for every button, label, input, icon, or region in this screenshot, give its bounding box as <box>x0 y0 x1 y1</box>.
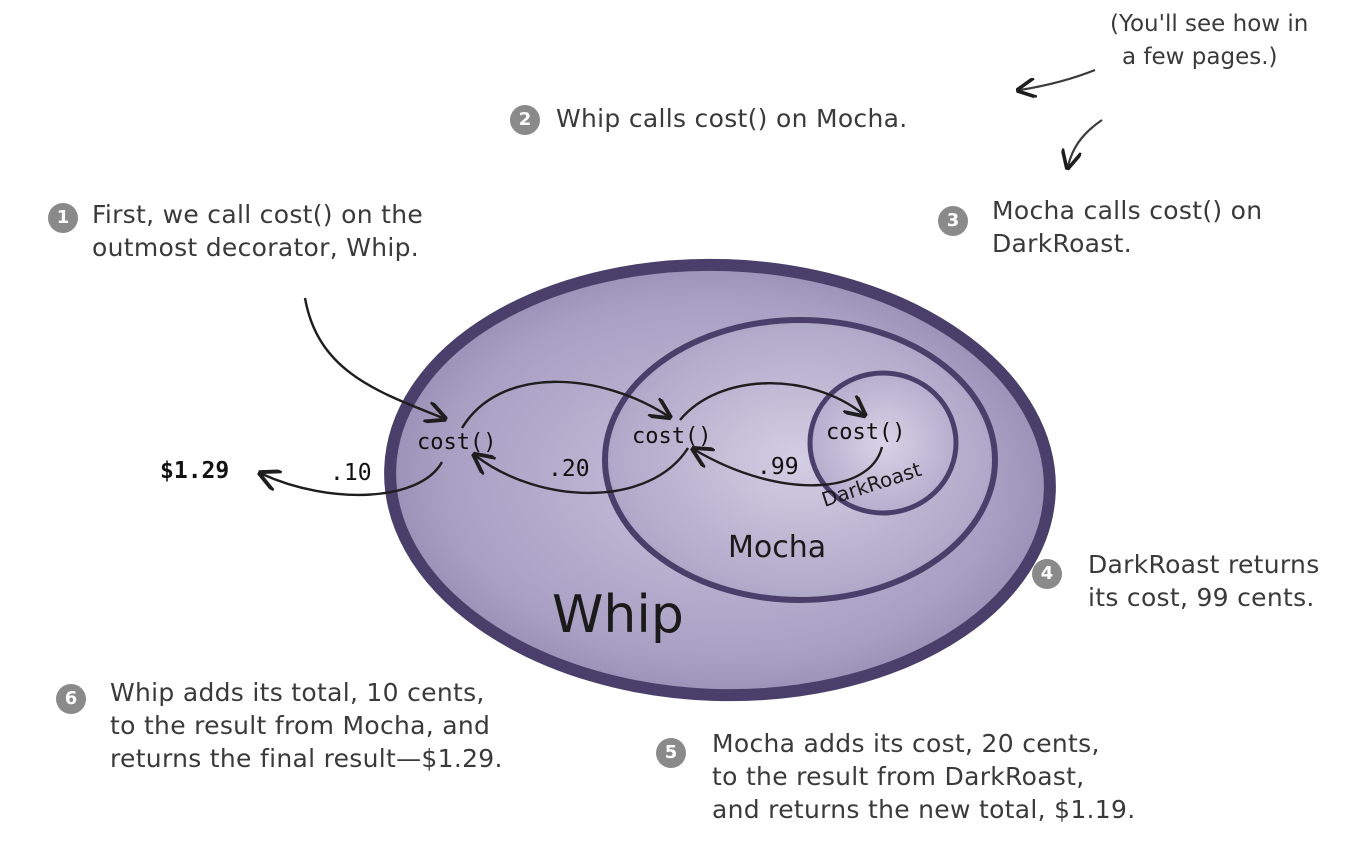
step-6-line-1: Whip adds its total, 10 cents, <box>110 678 485 707</box>
step-4-line-2: its cost, 99 cents. <box>1088 583 1315 612</box>
whip-return-value: .10 <box>330 460 372 486</box>
step-3-note: Mocha calls cost() on DarkRoast. <box>992 194 1262 260</box>
step-1-badge: 1 <box>48 203 78 233</box>
step-5-badge: 5 <box>656 738 686 768</box>
step-1-note: First, we call cost() on the outmost dec… <box>92 198 423 264</box>
whip-label: Whip <box>552 585 684 645</box>
darkroast-cost-label: cost() <box>826 420 905 445</box>
step-3-line-2: DarkRoast. <box>992 229 1132 258</box>
final-total-value: $1.29 <box>160 458 229 484</box>
aside-note: (You'll see how in a few pages.) <box>1110 8 1308 74</box>
step-4-badge: 4 <box>1032 559 1062 589</box>
mocha-label: Mocha <box>728 530 826 565</box>
step-6-note: Whip adds its total, 10 cents, to the re… <box>110 676 503 775</box>
mocha-return-value: .20 <box>548 456 590 482</box>
whip-return-arrow <box>262 461 444 497</box>
step-3-badge: 3 <box>938 206 968 236</box>
mocha-to-darkroast-arrow <box>679 382 863 421</box>
mocha-cost-label: cost() <box>632 424 711 449</box>
step-5-line-3: and returns the new total, $1.19. <box>712 795 1136 824</box>
darkroast-return-arrow <box>695 447 884 487</box>
aside-line-2: a few pages.) <box>1122 44 1278 70</box>
step-2-note: Whip calls cost() on Mocha. <box>556 102 907 135</box>
step-5-note: Mocha adds its cost, 20 cents, to the re… <box>712 727 1135 826</box>
aside-arrow-left <box>1020 68 1096 90</box>
aside-line-1: (You'll see how in <box>1110 11 1309 37</box>
whip-cost-label: cost() <box>417 430 496 455</box>
step-1-line-2: outmost decorator, Whip. <box>92 233 420 262</box>
step1-call-arrow <box>303 297 443 418</box>
step-5-line-1: Mocha adds its cost, 20 cents, <box>712 729 1100 758</box>
step-4-line-1: DarkRoast returns <box>1088 550 1320 579</box>
step-2-badge: 2 <box>510 105 540 135</box>
aside-arrow-down <box>1068 119 1103 166</box>
mocha-return-arrow <box>476 447 690 495</box>
step-4-note: DarkRoast returns its cost, 99 cents. <box>1088 548 1320 614</box>
step-6-line-3: returns the final result—$1.29. <box>110 744 503 773</box>
step-5-line-2: to the result from DarkRoast, <box>712 762 1085 791</box>
step-6-line-2: to the result from Mocha, and <box>110 711 491 740</box>
whip-to-mocha-arrow <box>460 380 668 429</box>
step-3-line-1: Mocha calls cost() on <box>992 196 1263 225</box>
step-6-badge: 6 <box>56 684 86 714</box>
step-1-line-1: First, we call cost() on the <box>92 200 424 229</box>
darkroast-return-value: .99 <box>757 454 799 480</box>
step-2-line-1: Whip calls cost() on Mocha. <box>556 104 908 133</box>
